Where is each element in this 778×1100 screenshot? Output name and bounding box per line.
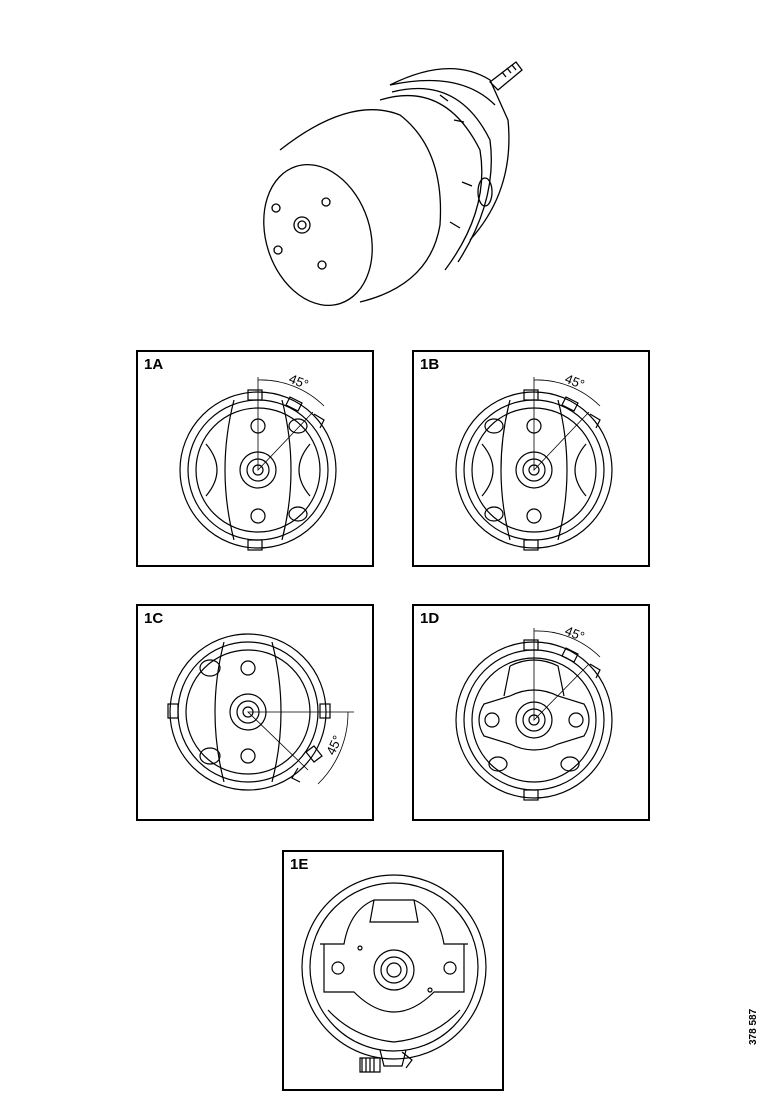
panel-label: 1D: [420, 610, 440, 627]
panel-1b: 1B 45°: [412, 350, 650, 567]
chamber-end-view-1e: [301, 874, 487, 1073]
panel-label: 1B: [420, 356, 440, 373]
panel-1e: 1E: [282, 850, 504, 1091]
reference-number: 378 587: [748, 1008, 759, 1045]
panel-1c: 1C 45°: [136, 604, 374, 821]
brake-chamber-illustration: [263, 61, 523, 306]
chamber-end-view-1a: 45°: [179, 371, 337, 551]
angle-label: 45°: [563, 371, 587, 392]
panel-1a: 1A 45°: [136, 350, 374, 567]
angle-label: 45°: [323, 733, 345, 757]
chamber-end-view-1c: 45°: [167, 633, 354, 791]
panel-1d: 1D 45°: [412, 604, 650, 821]
panel-label: 1E: [290, 856, 309, 873]
angle-label: 45°: [287, 371, 311, 392]
chamber-end-view-1d: 45°: [455, 623, 613, 801]
panel-label: 1A: [144, 356, 164, 373]
angle-label: 45°: [563, 623, 587, 644]
chamber-end-view-1b: 45°: [455, 371, 613, 551]
panel-label: 1C: [144, 610, 164, 627]
